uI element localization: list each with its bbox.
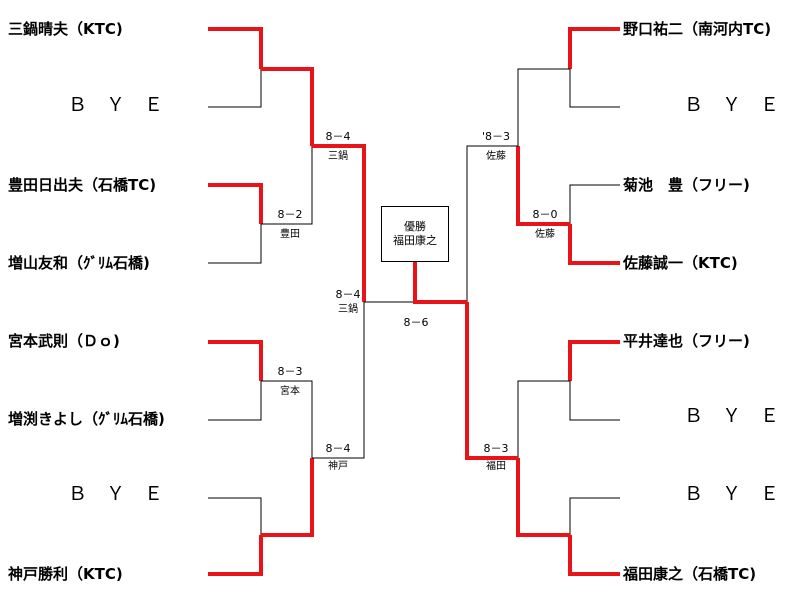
bracket-path-6 (208, 497, 262, 535)
champion-label: 優勝 (404, 220, 426, 233)
winner-path-22 (568, 535, 620, 576)
winner-left-r2-m2: 神戸 (328, 461, 348, 472)
winner-path-28 (465, 302, 518, 460)
winner-path-8 (261, 67, 314, 146)
bracket-path-5 (208, 381, 262, 421)
player-left-7-bye: ＢＹＥ (68, 483, 183, 505)
player-left-1: 三鍋晴夫（KTC) (8, 20, 123, 38)
bracket-path-13 (312, 302, 365, 459)
player-left-4: 増山友和（ｸﾞﾘﾑ石橋) (8, 254, 150, 272)
winner-path-11 (261, 458, 314, 537)
bracket-path-10 (261, 380, 313, 458)
score-left-r2-m2: 8－4 (325, 442, 351, 455)
score-right-r2-m1: '8－3 (481, 130, 511, 143)
winner-path-0 (208, 27, 263, 69)
player-right-8: 福田康之（石橋TC) (623, 565, 757, 583)
winner-left-r1-m3: 宮本 (280, 386, 300, 397)
bracket-path-20 (569, 381, 620, 421)
score-right-r1-m2: 8－0 (532, 208, 558, 221)
winner-path-12 (312, 144, 366, 302)
winner-right-r2-m1: 佐藤 (486, 151, 506, 162)
winner-path-15 (568, 27, 620, 69)
winner-path-4 (208, 340, 263, 381)
bracket-path-23 (517, 68, 570, 146)
winner-path-26 (516, 458, 570, 537)
player-right-6-bye: ＢＹＥ (684, 405, 789, 427)
player-right-3: 菊池 豊（フリー) (623, 176, 750, 194)
champion-name: 福田康之 (393, 234, 437, 247)
bracket-path-25 (517, 380, 570, 458)
winner-left-r1-m2: 豊田 (280, 229, 300, 240)
champion-box: 優勝 福田康之 (381, 206, 449, 262)
score-left-r1-m3: 8－3 (277, 365, 303, 378)
player-right-5: 平井達也（フリー) (623, 332, 750, 350)
winner-left-r2-m1: 三鍋 (328, 151, 348, 162)
bracket-path-3 (208, 224, 262, 264)
winner-path-19 (568, 340, 620, 381)
player-left-6: 増渕きよし（ｸﾞﾘﾑ石橋) (8, 410, 165, 428)
score-left-r2-m1: 8－4 (325, 130, 351, 143)
winner-left-semi: 三鍋 (338, 304, 358, 315)
score-left-semi: 8－4 (335, 288, 361, 301)
winner-path-7 (208, 535, 263, 576)
winner-right-r2-m2: 福田 (486, 461, 506, 472)
winner-path-2 (208, 183, 263, 224)
score-left-r1-m2: 8－2 (277, 208, 303, 221)
winner-path-18 (568, 224, 620, 265)
bracket-path-16 (569, 69, 620, 108)
player-left-5: 宮本武則（Ｄｏ) (8, 332, 120, 350)
player-right-2-bye: ＢＹＥ (684, 94, 789, 116)
bracket-path-21 (569, 497, 620, 535)
bracket-path-17 (569, 184, 620, 224)
player-right-4: 佐藤誠一（KTC) (623, 254, 738, 272)
player-right-7-bye: ＢＹＥ (684, 483, 789, 505)
bracket-path-27 (466, 145, 518, 302)
winner-path-29 (413, 262, 467, 304)
bracket-path-1 (208, 69, 262, 108)
player-right-1: 野口祐二（南河内TC) (623, 20, 772, 38)
score-right-r2-m2: 8－3 (483, 442, 509, 455)
player-left-8: 神戸勝利（KTC) (8, 565, 123, 583)
bracket-path-9 (261, 146, 313, 225)
winner-path-24 (516, 146, 570, 226)
winner-right-r1-m2: 佐藤 (535, 229, 555, 240)
player-left-2-bye: ＢＹＥ (68, 94, 183, 116)
score-final: 8－6 (403, 316, 429, 329)
player-left-3: 豊田日出夫（石橋TC) (8, 176, 157, 194)
